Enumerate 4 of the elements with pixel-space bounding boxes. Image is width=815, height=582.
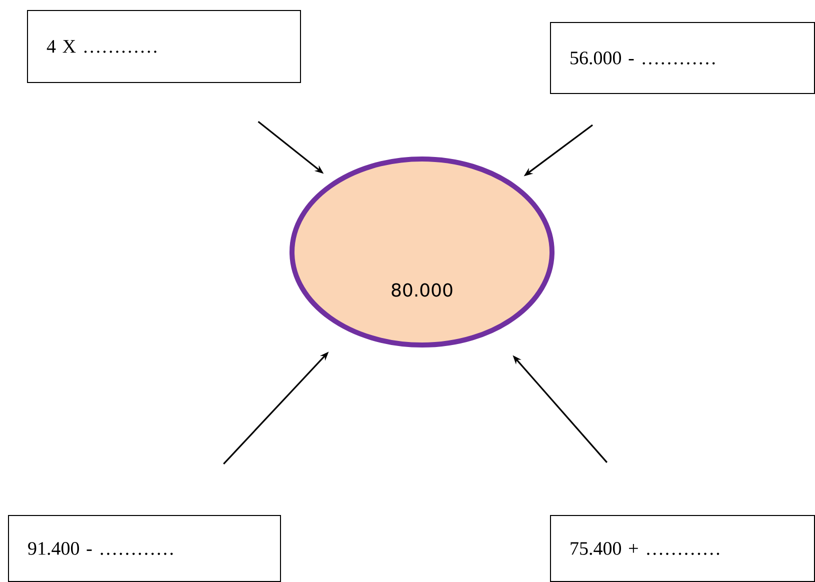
- text-box: 91.400 - …………: [8, 515, 281, 582]
- text-box: 75.400 + …………: [550, 515, 815, 582]
- text-box: 56.000 - …………: [550, 22, 815, 94]
- text-box: 4 X …………: [27, 10, 301, 83]
